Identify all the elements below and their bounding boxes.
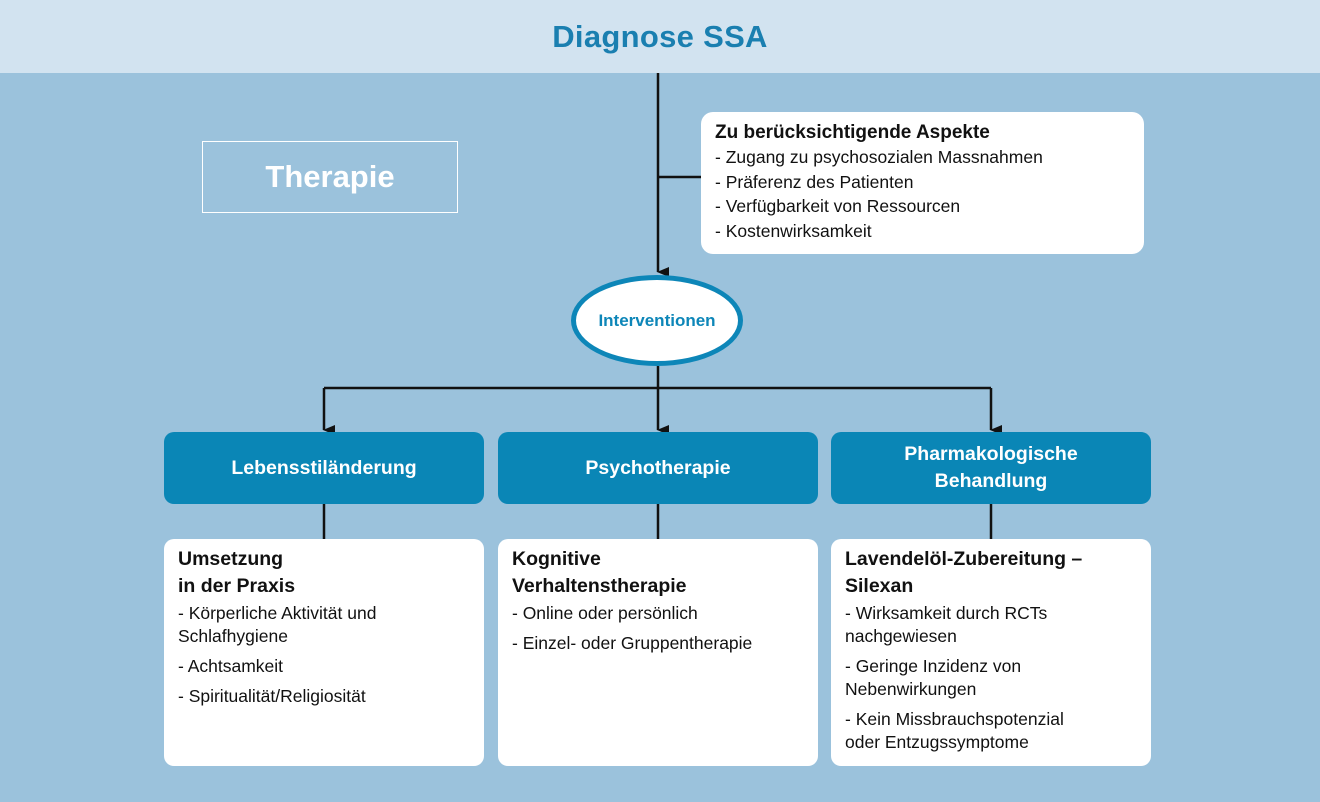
card-item: - Online oder persönlich — [512, 603, 698, 623]
aspects-item: - Kostenwirksamkeit — [715, 220, 872, 241]
card-item: - Achtsamkeit — [178, 656, 284, 676]
category-label: Psychotherapie — [585, 456, 731, 479]
category-psychotherapy: Psychotherapie — [498, 432, 818, 504]
card-lifestyle: Umsetzung in der Praxis - Körperliche Ak… — [164, 539, 484, 766]
diagram-title: Diagnose SSA — [552, 18, 768, 54]
category-pharmacological: Pharmakologische Behandlung — [831, 432, 1151, 504]
aspects-box: Zu berücksichtigende Aspekte - Zugang zu… — [701, 112, 1144, 254]
interventions-node: Interventionen — [571, 275, 743, 366]
card-item: - Wirksamkeit durch RCTs nachgewiesen — [845, 603, 1048, 646]
card-title: Umsetzung in der Praxis — [178, 548, 296, 597]
interventions-label: Interventionen — [598, 310, 716, 330]
aspects-item: - Verfügbarkeit von Ressourcen — [715, 196, 961, 216]
aspects-item: - Präferenz des Patienten — [715, 171, 914, 192]
card-item: - Kein Missbrauchspotenzial oder Entzugs… — [845, 709, 1064, 752]
therapie-label: Therapie — [265, 159, 395, 194]
card-pharmacological: Lavendelöl-Zubereitung – Silexan - Wirks… — [831, 539, 1151, 766]
category-lifestyle: Lebensstiländerung — [164, 432, 484, 504]
card-item: - Einzel- oder Gruppentherapie — [512, 633, 753, 653]
aspects-item: - Zugang zu psychosozialen Massnahmen — [715, 147, 1043, 167]
card-title: Kognitive Verhaltenstherapie — [512, 548, 687, 597]
card-item: - Körperliche Aktivität und Schlafhygien… — [178, 603, 377, 646]
card-item: - Geringe Inzidenz von Nebenwirkungen — [845, 656, 1022, 699]
category-label: Lebensstiländerung — [231, 456, 417, 479]
header-band: Diagnose SSA — [0, 0, 1320, 73]
therapie-box: Therapie — [202, 141, 458, 213]
category-label: Pharmakologische Behandlung — [904, 443, 1078, 492]
aspects-title: Zu berücksichtigende Aspekte — [715, 122, 990, 143]
card-item: - Spiritualität/Religiosität — [178, 686, 366, 706]
card-title: Lavendelöl-Zubereitung – Silexan — [845, 548, 1083, 597]
card-psychotherapy: Kognitive Verhaltenstherapie - Online od… — [498, 539, 818, 766]
